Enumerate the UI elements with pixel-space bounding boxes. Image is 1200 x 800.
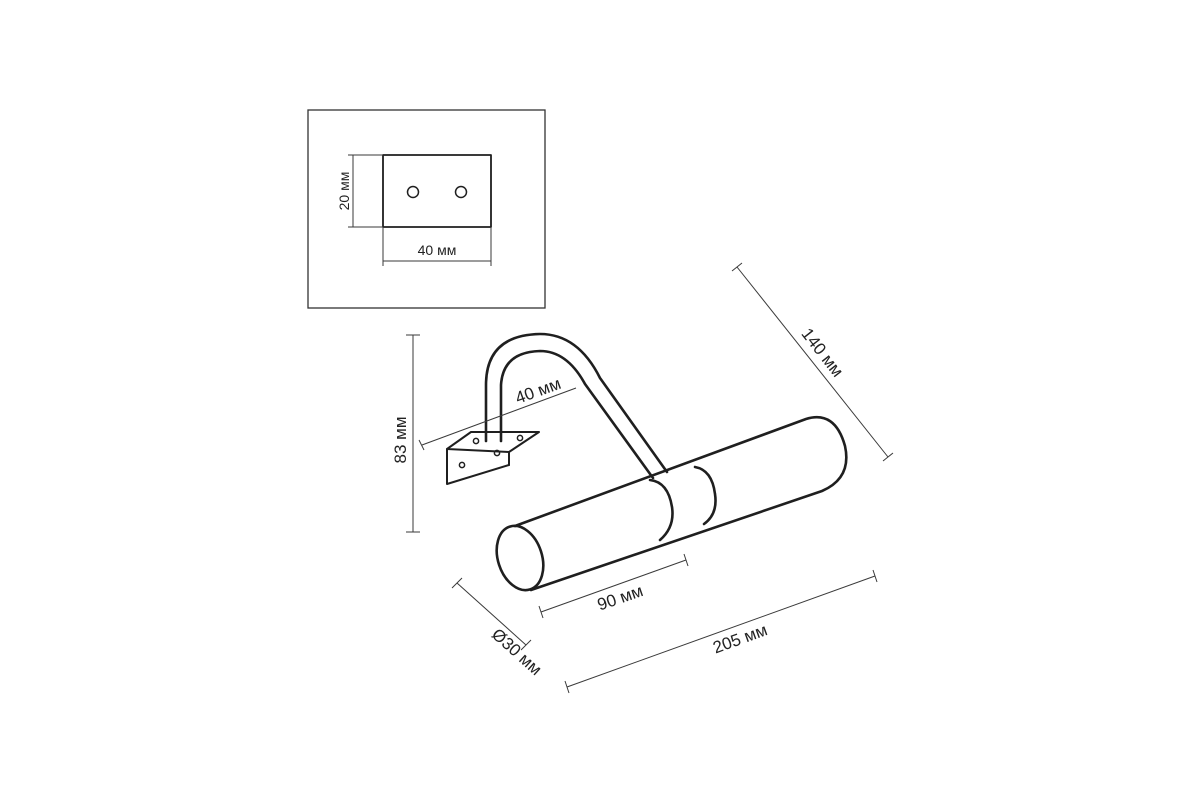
- dimension-diameter: Ø30 мм: [451, 577, 545, 679]
- total-length-label: 205 мм: [710, 620, 770, 657]
- dimension-40-arm: 40 мм: [418, 374, 577, 451]
- shade-length-label: 90 мм: [595, 581, 646, 614]
- dimension-205: 205 мм: [564, 569, 878, 694]
- collar-line-right: [693, 465, 717, 526]
- screw-hole-right: [454, 185, 468, 199]
- lamp: [446, 332, 848, 592]
- lamp-tube-body: [513, 416, 848, 592]
- collar-line-left: [648, 478, 674, 542]
- dimension-140: 140 мм: [731, 262, 894, 462]
- arm-offset-label: 40 мм: [513, 374, 564, 408]
- mounting-plate-detail: 20 мм 40 мм: [307, 109, 546, 309]
- diameter-label: Ø30 мм: [488, 625, 545, 679]
- plate-height-label: 20 мм: [336, 172, 352, 211]
- bracket-screw-3: [458, 461, 466, 469]
- height-label: 83 мм: [391, 416, 410, 463]
- mounting-plate: [382, 154, 492, 228]
- plate-width-label: 40 мм: [418, 242, 457, 258]
- screw-hole-left: [406, 185, 420, 199]
- dimension-83: 83 мм: [391, 334, 420, 533]
- wall-bracket: [446, 431, 540, 485]
- detail-frame: [307, 109, 546, 309]
- bracket-screw-4: [493, 449, 501, 457]
- dimension-90: 90 мм: [538, 553, 689, 619]
- lamp-arm: [484, 332, 669, 474]
- tube-end-cap: [495, 524, 545, 592]
- bracket-screw-1: [472, 437, 480, 445]
- bracket-screw-2: [516, 434, 524, 442]
